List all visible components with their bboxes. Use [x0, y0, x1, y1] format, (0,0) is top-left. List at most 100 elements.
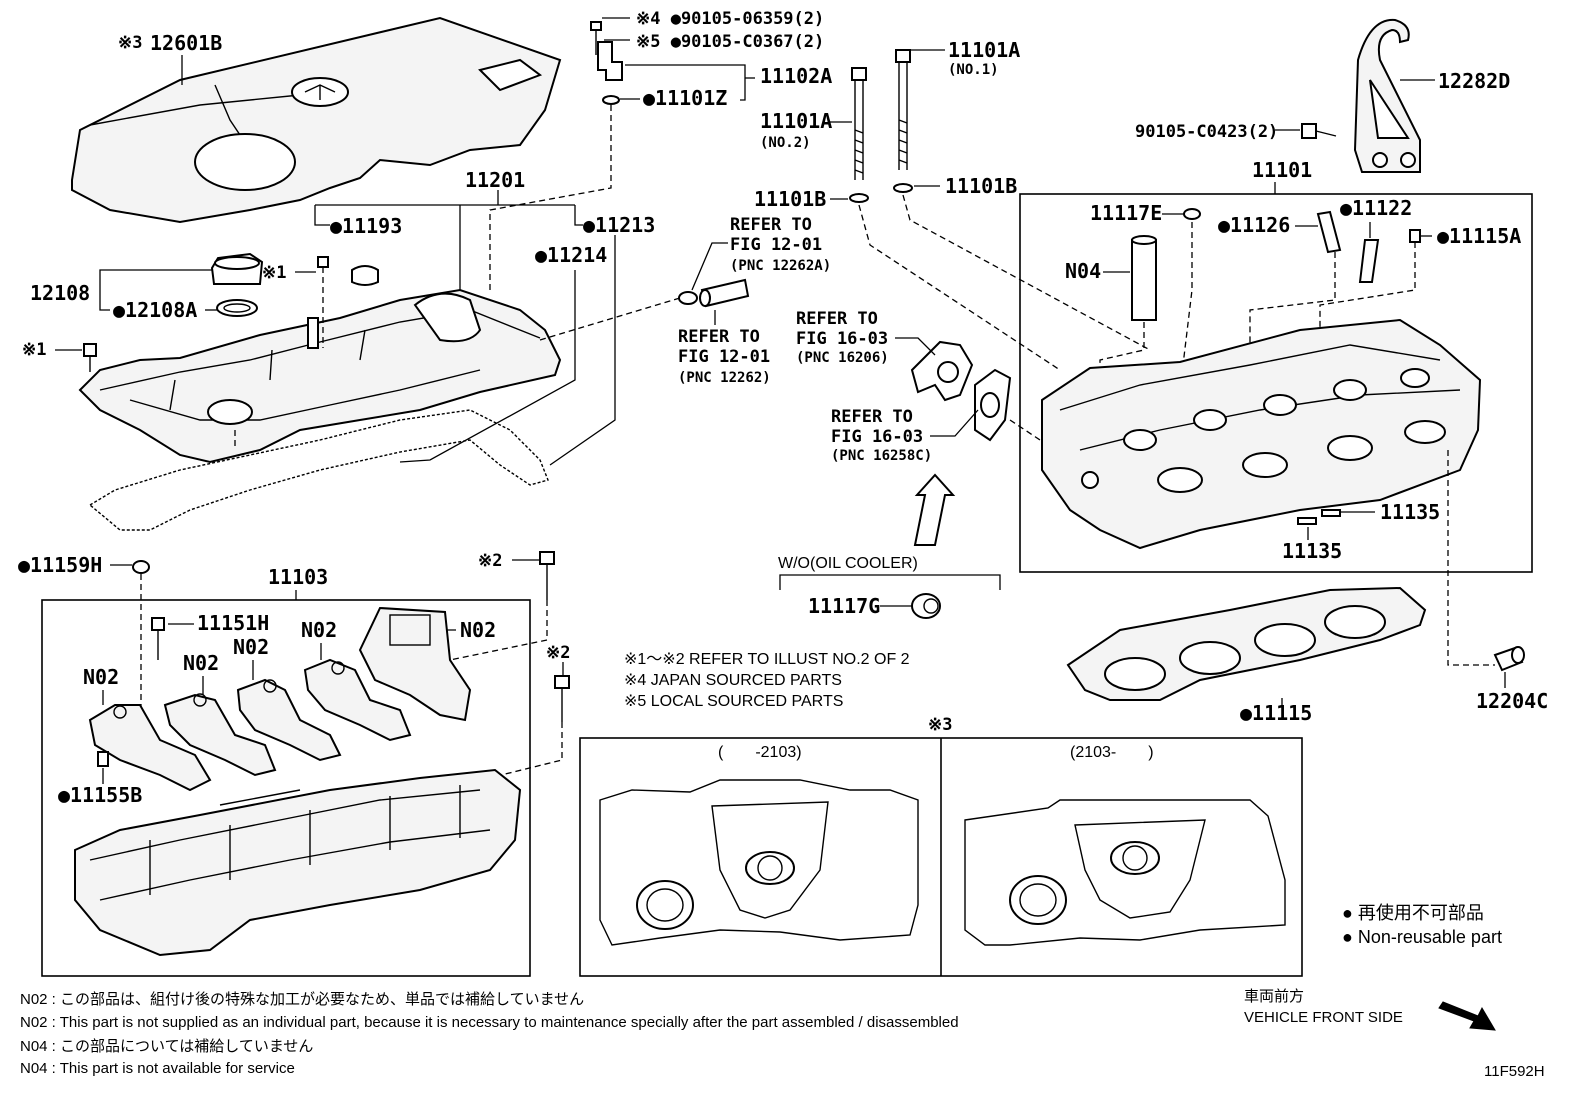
refer-2-line2: FIG 12-01 [678, 347, 770, 367]
label-x1-a: ※1 [262, 263, 286, 283]
plug-11159h-illustration [132, 560, 150, 574]
plug-12204c-illustration [1493, 646, 1525, 672]
label-11115: ●11115 [1240, 701, 1312, 725]
bolt-x2-b-illustration [554, 675, 570, 722]
bolt-x2-a-illustration [539, 551, 555, 600]
footnote-n02-ja: N02 : この部品は、組付け後の特殊な加工が必要なため、単品では補給していませ… [20, 991, 584, 1008]
label-11126: ●11126 [1218, 213, 1290, 237]
camshaft-housing-illustration [74, 768, 522, 957]
label-x1-b: ※1 [22, 340, 46, 360]
engine-cover-variant-old-illustration [599, 779, 919, 946]
refer-1-line1: REFER TO [730, 215, 812, 235]
label-n02-3: N02 [233, 635, 269, 659]
dowel-11115a-illustration [1409, 229, 1421, 243]
hose-clip-illustration [678, 278, 750, 308]
plug-11117g-illustration [911, 593, 941, 619]
label-11101b-right: 11101B [945, 174, 1017, 198]
pin-11122-illustration [1358, 239, 1380, 283]
label-11201: 11201 [465, 168, 525, 192]
label-11135-b: 11135 [1282, 539, 1342, 563]
label-11122: ●11122 [1340, 196, 1412, 220]
legend-non-reusable-en: ● Non-reusable part [1342, 927, 1502, 947]
head-cover-gasket [88, 409, 549, 531]
label-11151h: 11151H [197, 611, 269, 635]
legend-non-reusable-ja: ● 再使用不可部品 [1342, 903, 1484, 923]
label-12601b: 12601B [150, 31, 222, 55]
cylinder-head-cover-illustration [78, 288, 562, 464]
label-12282d: 12282D [1438, 69, 1510, 93]
label-11101z: ●11101Z [643, 86, 727, 110]
refer-1-line3: (PNC 12262A) [730, 258, 831, 274]
hanger-bolt-illustration [1301, 123, 1337, 139]
label-11117e: 11117E [1090, 201, 1162, 225]
label-n02-5: N02 [460, 618, 496, 642]
label-12108a: ●12108A [113, 298, 197, 322]
bracket-bolt-illustration [590, 21, 623, 105]
oil-cooler-plate-illustration [910, 340, 1012, 442]
pin-11135-b-illustration [1321, 509, 1341, 517]
bolt-11151h-illustration [151, 617, 165, 660]
engine-cover-illustration [71, 16, 562, 224]
note-1: ※1～※2 REFER TO ILLUST NO.2 OF 2 [624, 651, 910, 668]
direction-arrow-up-icon [913, 473, 956, 546]
direction-label-ja: 車両前方 [1244, 988, 1304, 1005]
label-11115a: ●11115A [1437, 224, 1521, 248]
refer-2-line1: REFER TO [678, 327, 760, 347]
range-left: ( -2103) [718, 744, 802, 761]
direction-label-en: VEHICLE FRONT SIDE [1244, 1009, 1403, 1026]
label-x2-a: ※2 [478, 551, 502, 571]
label-11155b: ●11155B [58, 783, 142, 807]
label-11103: 11103 [268, 565, 328, 589]
engine-cover-variant-new-illustration [964, 799, 1286, 946]
label-n02-4: N02 [301, 618, 337, 642]
label-x2-b: ※2 [546, 643, 570, 663]
head-bolt-no2-illustration [849, 67, 869, 203]
label-11101a-no2: 11101A [760, 109, 832, 133]
footnote-n04-en: N04 : This part is not available for ser… [20, 1060, 295, 1077]
cylinder-head-group-box [1019, 193, 1533, 573]
label-n04: N04 [1065, 259, 1101, 283]
note-2: ※4 JAPAN SOURCED PARTS [624, 672, 842, 689]
engine-hanger-illustration [1353, 18, 1421, 173]
footnote-n04-ja: N04 : この部品については補給していません [20, 1038, 313, 1055]
label-11193: ●11193 [330, 214, 402, 238]
label-11159h: ●11159H [18, 553, 102, 577]
head-gasket-illustration [1066, 586, 1427, 701]
label-11101: 11101 [1252, 158, 1312, 182]
camshaft-housing-group-box [41, 599, 531, 977]
tube-11126-illustration [1316, 210, 1342, 254]
refer-3-line3: (PNC 16206) [796, 350, 889, 366]
bearing-caps-illustration [88, 606, 472, 792]
vehicle-front-arrow-icon [1438, 1001, 1496, 1031]
label-12108: 12108 [30, 281, 90, 305]
label-x3: ※3 [928, 715, 952, 735]
footnote-n02-en: N02 : This part is not supplied as an in… [20, 1014, 959, 1031]
label-11101a-no1: 11101A [948, 38, 1020, 62]
label-11101a-no1-sub: (NO.1) [948, 62, 999, 78]
refer-2-line3: (PNC 12262) [678, 370, 771, 386]
shaft-n04-illustration [1131, 235, 1157, 321]
refer-3-line1: REFER TO [796, 309, 878, 329]
label-11101a-no2-sub: (NO.2) [760, 135, 811, 151]
cylinder-head-illustration [1041, 318, 1482, 550]
label-wo-oil-cooler: W/O(OIL COOLER) [778, 555, 918, 572]
label-11101b-left: 11101B [754, 187, 826, 211]
refer-4-line3: (PNC 16258C) [831, 448, 932, 464]
range-right: (2103- ) [1070, 744, 1154, 761]
diagram-code: 11F592H [1484, 1063, 1545, 1080]
label-11214: ●11214 [535, 243, 607, 267]
pin-11135-a-illustration [1297, 517, 1317, 525]
label-11135-a: 11135 [1380, 500, 1440, 524]
refer-3-line2: FIG 16-03 [796, 329, 888, 349]
label-12601b-mark: ※3 [118, 33, 142, 53]
label-11102a: 11102A [760, 64, 832, 88]
label-n02-2: N02 [183, 651, 219, 675]
label-90105-c0423: 90105-C0423(2) [1135, 122, 1278, 142]
label-11117g: 11117G [808, 594, 880, 618]
oil-filler-cap-illustration [210, 252, 379, 317]
label-90105-c0367: ※5 ●90105-C0367(2) [636, 32, 824, 52]
refer-4-line1: REFER TO [831, 407, 913, 427]
refer-4-line2: FIG 16-03 [831, 427, 923, 447]
label-12204c: 12204C [1476, 689, 1548, 713]
